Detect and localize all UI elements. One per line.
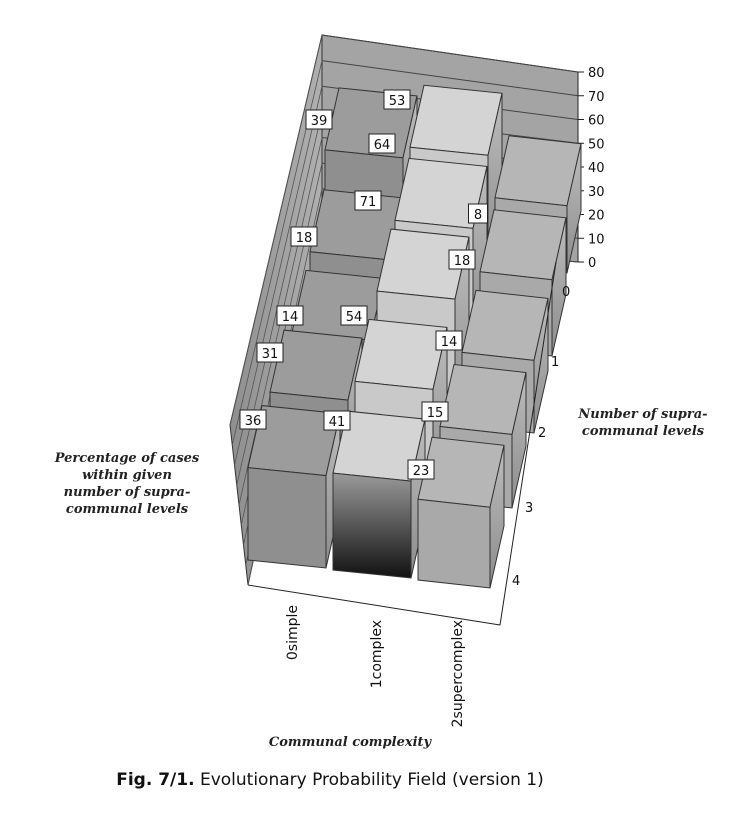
depth-tick-label: 0 (562, 285, 570, 300)
bar-top (409, 84, 503, 156)
category-axis (247, 584, 501, 626)
bar-side (566, 143, 582, 274)
data-label: 14 (435, 330, 463, 351)
depth-tick-label: 1 (551, 355, 559, 370)
depth-axis (499, 261, 557, 626)
depth-axis-title: Number of supra-communal levels (578, 407, 708, 439)
data-label: 31 (256, 342, 284, 363)
data-label: 18 (448, 249, 476, 270)
grid-line (321, 34, 579, 73)
bar-side (551, 217, 567, 357)
svg-text:39: 39 (311, 114, 328, 129)
svg-text:18: 18 (296, 231, 313, 246)
bar-front (417, 498, 491, 589)
vertical-tick-label: 60 (588, 114, 605, 129)
data-label: 41 (323, 410, 351, 431)
vertical-tick-label: 0 (588, 256, 596, 271)
vertical-tick-label: 80 (588, 66, 605, 81)
category-tick-label: 0simple (285, 605, 301, 660)
data-labels: 39 53 8 18 64 18 14 71 14 31 54 15 36 41 23 (239, 89, 488, 480)
x-axis-title: Communal complexity (268, 735, 432, 750)
svg-text:8: 8 (474, 208, 482, 223)
svg-text:53: 53 (389, 94, 406, 109)
svg-text:15: 15 (427, 406, 444, 421)
bar-side (511, 372, 527, 509)
bar-front (332, 472, 412, 579)
grid-line (321, 60, 579, 97)
category-tick-label: 1complex (369, 620, 385, 688)
data-label: 53 (383, 89, 411, 110)
grid-line (229, 34, 323, 426)
svg-text:36: 36 (245, 414, 262, 429)
category-tick-label: 2supercomplex (450, 620, 466, 727)
bar-side (533, 298, 549, 434)
figure-caption: Fig. 7/1. Evolutionary Probability Field… (0, 770, 660, 790)
bar-side (489, 445, 505, 589)
svg-text:64: 64 (374, 138, 391, 153)
depth-tick-label: 4 (512, 574, 520, 589)
y-axis-title: Percentage of cases within given number … (54, 451, 200, 517)
caption-label: Fig. 7/1. (116, 770, 195, 790)
bars (247, 84, 582, 589)
svg-text:23: 23 (413, 464, 430, 479)
svg-text:41: 41 (329, 415, 346, 430)
depth-tick-labels: 0 1 2 3 4 (512, 285, 570, 589)
data-label: 8 (468, 203, 488, 224)
vertical-tick-label: 40 (588, 161, 605, 176)
vertical-tick-label: 10 (588, 232, 605, 247)
vertical-tick-label: 50 (588, 137, 605, 152)
svg-text:14: 14 (282, 310, 299, 325)
data-label: 39 (305, 109, 333, 130)
category-tick-labels: 0simple 1complex 2supercomplex (285, 605, 466, 727)
vertical-tick-label: 30 (588, 185, 605, 200)
data-label: 36 (239, 409, 267, 430)
svg-text:14: 14 (441, 335, 458, 350)
data-label: 71 (354, 190, 382, 211)
depth-tick-label: 3 (525, 501, 533, 516)
vertical-tick-label: 70 (588, 90, 605, 105)
data-label: 23 (407, 459, 435, 480)
bar-top (479, 209, 567, 281)
data-label: 14 (276, 305, 304, 326)
vertical-tick-labels: 0 10 20 30 40 50 60 70 80 (578, 66, 605, 271)
svg-text:71: 71 (360, 195, 377, 210)
data-label: 15 (421, 401, 449, 422)
data-label: 54 (340, 305, 368, 326)
bar-top (269, 329, 363, 401)
bar-front (247, 467, 327, 569)
svg-text:54: 54 (346, 310, 363, 325)
grid-line (234, 86, 323, 466)
bar-top (461, 289, 549, 361)
vertical-tick-label: 20 (588, 209, 605, 224)
bar-top (354, 318, 448, 390)
data-label: 64 (368, 133, 396, 154)
svg-text:18: 18 (454, 254, 471, 269)
bar-top (439, 363, 527, 436)
svg-text:31: 31 (262, 347, 279, 362)
bar-top (494, 135, 582, 207)
caption-text: Evolutionary Probability Field (version … (199, 770, 544, 790)
data-label: 18 (290, 226, 318, 247)
depth-tick-label: 2 (538, 426, 546, 441)
